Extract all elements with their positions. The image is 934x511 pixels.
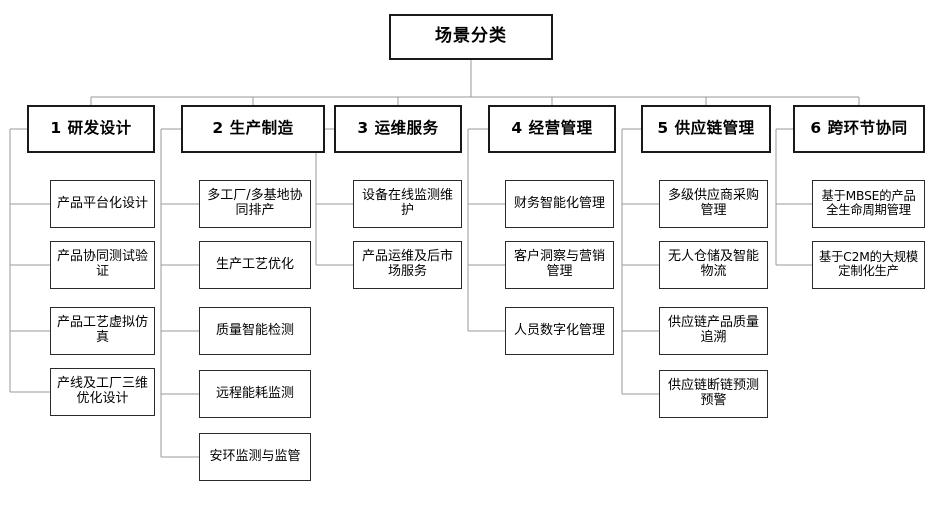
category-header-3[interactable]: 3 运维服务 xyxy=(334,105,462,153)
leaf-node-4-3[interactable]: 人员数字化管理 xyxy=(505,307,614,355)
leaf-node-1-2[interactable]: 产品协同测试验证 xyxy=(50,241,155,289)
category-header-4[interactable]: 4 经营管理 xyxy=(488,105,616,153)
leaf-node-5-1[interactable]: 多级供应商采购管理 xyxy=(659,180,768,228)
leaf-node-2-2-label: 生产工艺优化 xyxy=(215,256,294,272)
leaf-node-1-3[interactable]: 产品工艺虚拟仿真 xyxy=(50,307,155,355)
leaf-node-1-1[interactable]: 产品平台化设计 xyxy=(50,180,155,228)
leaf-node-3-2[interactable]: 产品运维及后市场服务 xyxy=(353,241,462,289)
leaf-node-1-2-label: 产品协同测试验证 xyxy=(56,249,148,279)
leaf-node-4-1[interactable]: 财务智能化管理 xyxy=(505,180,614,228)
leaf-node-6-1[interactable]: 基于MBSE的产品全生命周期管理 xyxy=(812,180,925,228)
leaf-node-2-4-label: 远程能耗监测 xyxy=(215,385,294,401)
leaf-node-1-4-label: 产线及工厂三维优化设计 xyxy=(56,376,148,406)
category-header-5[interactable]: 5 供应链管理 xyxy=(641,105,771,153)
category-header-2[interactable]: 2 生产制造 xyxy=(181,105,325,153)
leaf-node-2-2[interactable]: 生产工艺优化 xyxy=(199,241,311,289)
leaf-node-4-2-label: 客户洞察与营销管理 xyxy=(513,249,605,279)
leaf-node-5-2-label: 无人仓储及智能物流 xyxy=(667,249,759,279)
leaf-node-6-2[interactable]: 基于C2M的大规模定制化生产 xyxy=(812,241,925,289)
leaf-node-1-4[interactable]: 产线及工厂三维优化设计 xyxy=(50,368,155,416)
leaf-node-5-3[interactable]: 供应链产品质量追溯 xyxy=(659,307,768,355)
category-header-1[interactable]: 1 研发设计 xyxy=(27,105,155,153)
category-header-5-label: 5 供应链管理 xyxy=(657,119,755,138)
leaf-node-6-2-label: 基于C2M的大规模定制化生产 xyxy=(818,250,918,278)
leaf-node-2-3[interactable]: 质量智能检测 xyxy=(199,307,311,355)
category-header-3-label: 3 运维服务 xyxy=(357,119,439,138)
leaf-node-5-4-label: 供应链断链预测预警 xyxy=(667,378,759,408)
leaf-node-1-3-label: 产品工艺虚拟仿真 xyxy=(56,315,148,345)
leaf-node-5-4[interactable]: 供应链断链预测预警 xyxy=(659,370,768,418)
root-node-label: 场景分类 xyxy=(435,26,507,47)
leaf-node-2-5[interactable]: 安环监测与监管 xyxy=(199,433,311,481)
leaf-node-2-4[interactable]: 远程能耗监测 xyxy=(199,370,311,418)
leaf-node-5-2[interactable]: 无人仓储及智能物流 xyxy=(659,241,768,289)
category-header-2-label: 2 生产制造 xyxy=(212,119,294,138)
leaf-node-4-1-label: 财务智能化管理 xyxy=(513,195,605,211)
leaf-node-5-1-label: 多级供应商采购管理 xyxy=(667,188,759,218)
leaf-node-1-1-label: 产品平台化设计 xyxy=(56,195,148,211)
leaf-node-2-1-label: 多工厂/多基地协同排产 xyxy=(207,188,303,218)
leaf-node-2-5-label: 安环监测与监管 xyxy=(209,448,301,464)
category-header-6[interactable]: 6 跨环节协同 xyxy=(793,105,925,153)
category-header-1-label: 1 研发设计 xyxy=(50,119,132,138)
category-header-6-label: 6 跨环节协同 xyxy=(810,119,908,138)
leaf-node-5-3-label: 供应链产品质量追溯 xyxy=(667,315,759,345)
root-node[interactable]: 场景分类 xyxy=(389,14,553,60)
leaf-node-4-3-label: 人员数字化管理 xyxy=(513,322,605,338)
leaf-node-3-2-label: 产品运维及后市场服务 xyxy=(361,249,453,279)
leaf-node-6-1-label: 基于MBSE的产品全生命周期管理 xyxy=(821,189,916,217)
leaf-node-4-2[interactable]: 客户洞察与营销管理 xyxy=(505,241,614,289)
leaf-node-3-1-label: 设备在线监测维护 xyxy=(361,188,453,218)
leaf-node-2-3-label: 质量智能检测 xyxy=(215,322,294,338)
leaf-node-3-1[interactable]: 设备在线监测维护 xyxy=(353,180,462,228)
category-header-4-label: 4 经营管理 xyxy=(511,119,593,138)
leaf-node-2-1[interactable]: 多工厂/多基地协同排产 xyxy=(199,180,311,228)
